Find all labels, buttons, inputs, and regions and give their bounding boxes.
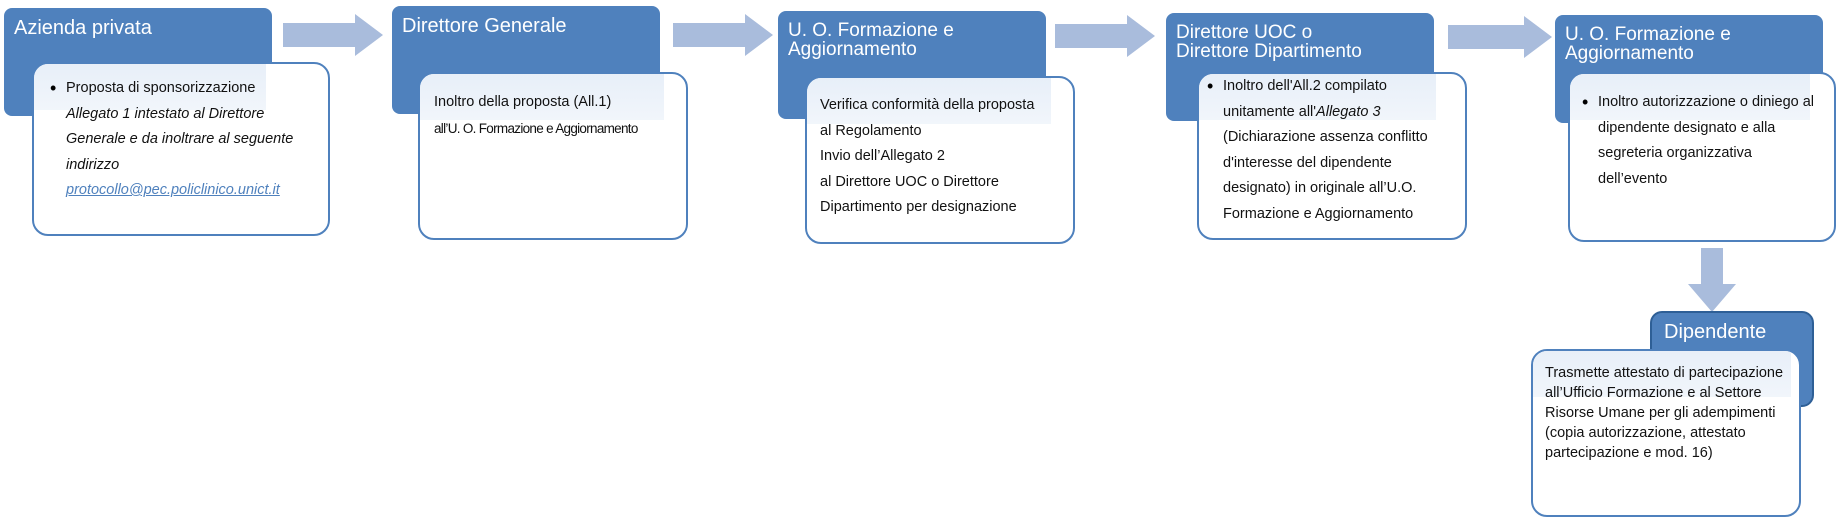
step-2-text: Inoltro della proposta (All.1) all’U. O.… xyxy=(420,74,686,141)
arrow-right-icon xyxy=(283,14,383,56)
step-3-title-line-1: U. O. Formazione e xyxy=(788,20,954,41)
step-1-email-link[interactable]: protocollo@pec.policlinico.unict.it xyxy=(66,182,280,198)
step-5-bullet: Inoltro autorizzazione o diniego al dipe… xyxy=(1576,90,1824,192)
step-1-italic-line: Allegato 1 intestato al Direttore Genera… xyxy=(66,105,294,173)
arrow-down-icon xyxy=(1688,248,1736,312)
step-3-line-4: al Direttore UOC o Direttore xyxy=(820,173,999,190)
step-5-title-line-1: U. O. Formazione e xyxy=(1565,24,1731,45)
final-step-text: Trasmette attestato di partecipazione al… xyxy=(1533,351,1799,463)
step-4-text-after: (Dichiarazione assenza conflitto d'inter… xyxy=(1223,129,1428,222)
step-4-box: Inoltro dell'All.2 compilato unitamente … xyxy=(1197,72,1467,240)
step-5-title-line-2: Aggiornamento xyxy=(1565,43,1694,64)
step-3-fade xyxy=(807,78,1051,124)
final-step-fade xyxy=(1533,351,1791,397)
step-4-title-line-2: Direttore Dipartimento xyxy=(1176,41,1362,62)
step-3-line-5: Dipartimento per designazione xyxy=(820,199,1017,215)
step-1-bullet-line: Proposta di sponsorizzazione xyxy=(66,80,256,96)
step-5-bullet-text: Inoltro autorizzazione o diniego al dipe… xyxy=(1598,94,1815,187)
step-5-text: Inoltro autorizzazione o diniego al dipe… xyxy=(1570,74,1834,192)
step-2-line-1: Inoltro della proposta (All.1) xyxy=(434,94,612,110)
step-3-line-3: Invio dell’Allegato 2 xyxy=(820,148,945,164)
step-2-title: Direttore Generale xyxy=(402,15,567,37)
final-step-description: Trasmette attestato di partecipazione al… xyxy=(1545,365,1784,461)
step-3-line-1: Verifica conformità della proposta xyxy=(820,97,1035,113)
step-4-title-line-1: Direttore UOC o xyxy=(1176,22,1313,43)
step-1-title: Azienda privata xyxy=(14,17,152,39)
step-1-text: Proposta di sponsorizzazione Allegato 1 … xyxy=(34,64,328,204)
final-step-title: Dipendente xyxy=(1664,321,1767,343)
step-3-text: Verifica conformità della proposta al Re… xyxy=(807,78,1073,221)
step-2-line-2: all’U. O. Formazione e Aggiornamento xyxy=(434,120,638,136)
step-4-text-italic: Allegato 3 xyxy=(1316,103,1381,120)
step-1-list: Proposta di sponsorizzazione Allegato 1 … xyxy=(44,76,320,204)
arrow-right-icon xyxy=(673,14,773,56)
step-5-list: Inoltro autorizzazione o diniego al dipe… xyxy=(1576,90,1824,192)
step-5-box: Inoltro autorizzazione o diniego al dipe… xyxy=(1568,72,1836,242)
step-4-text: Inoltro dell'All.2 compilato unitamente … xyxy=(1199,74,1465,227)
step-3-box: Verifica conformità della proposta al Re… xyxy=(805,76,1075,244)
step-3-title-line-2: Aggiornamento xyxy=(788,39,917,60)
step-1-box: Proposta di sponsorizzazione Allegato 1 … xyxy=(32,62,330,236)
step-2-fade xyxy=(420,74,664,120)
final-step-box: Trasmette attestato di partecipazione al… xyxy=(1531,349,1801,517)
step-3-line-2: al Regolamento xyxy=(820,122,922,139)
step-4-bullet: Inoltro dell'All.2 compilato unitamente … xyxy=(1201,74,1455,227)
arrow-right-icon xyxy=(1448,16,1552,58)
step-2-box: Inoltro della proposta (All.1) all’U. O.… xyxy=(418,72,688,240)
step-4-list: Inoltro dell'All.2 compilato unitamente … xyxy=(1201,74,1455,227)
step-4-text-before: Inoltro dell'All.2 compilato unitamente … xyxy=(1223,78,1387,120)
arrow-right-icon xyxy=(1055,15,1155,57)
step-1-bullet: Proposta di sponsorizzazione Allegato 1 … xyxy=(44,76,320,204)
